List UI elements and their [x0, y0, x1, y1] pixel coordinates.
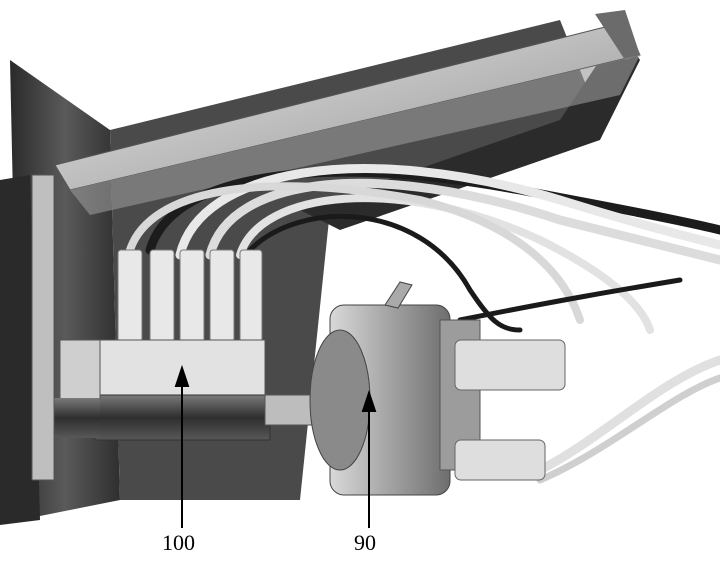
- callout-label-thermostat: 90: [354, 530, 376, 555]
- mounting-bracket: [54, 10, 641, 215]
- frame-post: [31, 174, 55, 481]
- callout-arrows: [174, 364, 377, 528]
- callout-label-switch: 100: [162, 530, 195, 555]
- thermostat: [309, 281, 566, 496]
- wire-bundle: [126, 164, 720, 484]
- terminal-connectors: [117, 249, 263, 346]
